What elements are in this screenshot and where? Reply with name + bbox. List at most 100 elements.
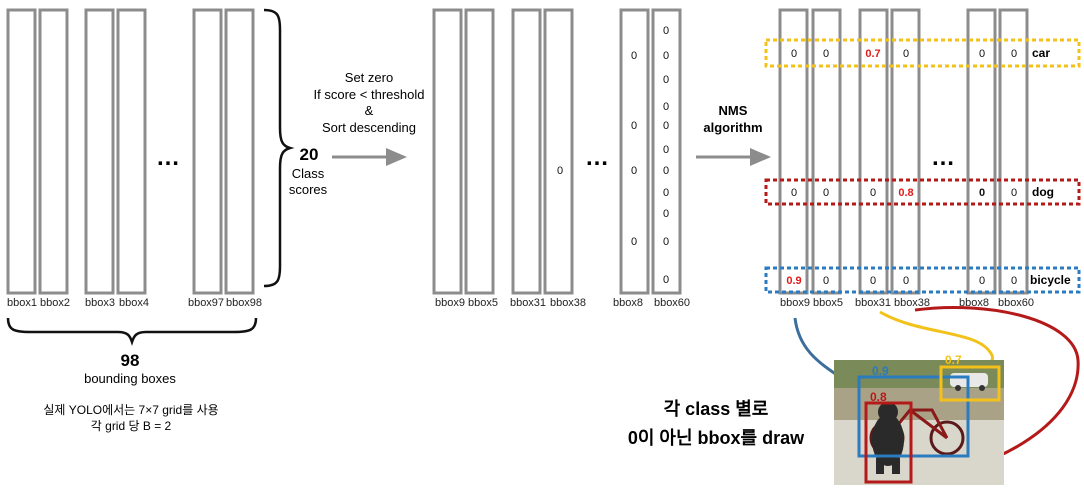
car-score-highlight: 0.7 (865, 48, 880, 60)
middle-bbox8-value: 0 (631, 120, 637, 132)
right-column-bbox9 (778, 8, 809, 295)
middle-bbox8-values: 0 0 0 0 (631, 50, 637, 248)
left-column-bbox98 (224, 8, 255, 295)
bicycle-detection-box (857, 375, 970, 458)
middle-bbox60-value: 0 (663, 101, 669, 113)
right-label-bbox31: bbox31 (855, 297, 891, 309)
right-column-bbox38 (890, 8, 921, 295)
left-column-bbox3 (84, 8, 115, 295)
middle-bbox60-value: 0 (663, 144, 669, 156)
middle-bbox60-value: 0 (663, 50, 669, 62)
middle-column-bbox31 (511, 8, 542, 295)
class-scores-line1: Class (292, 166, 325, 181)
middle-label-bbox31: bbox31 (510, 297, 546, 309)
right-bbox-labels: bbox9 bbox5 bbox31 bbox38 bbox8 bbox60 (780, 297, 1034, 309)
car-score: 0 (791, 48, 797, 60)
bottom-brace (6, 317, 258, 346)
middle-column-bbox9 (432, 8, 463, 295)
class-row-car-outline (764, 38, 1081, 68)
class-row-bicycle-outline (764, 266, 1081, 294)
middle-bbox60-value: 0 (663, 236, 669, 248)
dog-score: 0 (1011, 187, 1017, 199)
dog-score: 0 (823, 187, 829, 199)
middle-bbox60-value: 0 (663, 165, 669, 177)
left-label-bbox2: bbox2 (40, 297, 70, 309)
step2-line2: algorithm (703, 120, 762, 135)
right-label-bbox38: bbox38 (894, 297, 930, 309)
middle-label-bbox9: bbox9 (435, 297, 465, 309)
step1-line3: & (365, 103, 374, 118)
dog-score: 0 (870, 187, 876, 199)
class-row-car: 0 0 0.7 0 0 0 car (791, 46, 1050, 60)
left-label-bbox3: bbox3 (85, 297, 115, 309)
right-brace (263, 8, 295, 288)
left-bbox-columns (6, 8, 255, 295)
middle-bbox-labels: bbox9 bbox5 bbox31 bbox38 bbox8 bbox60 (435, 297, 690, 309)
photo-score-car: 0.7 (945, 353, 962, 367)
car-score: 0 (823, 48, 829, 60)
middle-column-bbox8 (619, 8, 650, 295)
car-connector (879, 310, 994, 370)
middle-column-bbox5 (464, 8, 495, 295)
dog-score: 0 (979, 187, 985, 199)
middle-bbox8-value: 0 (631, 50, 637, 62)
class-row-dog-outline (764, 178, 1081, 206)
dog-class-label: dog (1032, 185, 1054, 199)
car-detection-box (939, 365, 1001, 402)
middle-bbox8-value: 0 (631, 165, 637, 177)
middle-bbox60-value: 0 (663, 274, 669, 286)
left-label-bbox97: bbox97 (188, 297, 224, 309)
left-ellipsis: … (156, 144, 180, 171)
middle-bbox60-values: 0 0 0 0 0 0 0 0 0 0 0 (663, 25, 669, 286)
right-label-bbox60: bbox60 (998, 297, 1034, 309)
yolo-grid-note-line1: 실제 YOLO에서는 7×7 grid를 사용 (43, 403, 218, 417)
middle-label-bbox5: bbox5 (468, 297, 498, 309)
bicycle-score: 0 (979, 275, 985, 287)
caption-line1: 각 class 별로 (664, 399, 769, 419)
photo-score-dog: 0.8 (870, 390, 887, 404)
right-label-bbox9: bbox9 (780, 297, 810, 309)
middle-ellipsis: … (585, 144, 609, 171)
middle-bbox-columns (432, 8, 682, 295)
dog-score: 0 (791, 187, 797, 199)
bicycle-score: 0 (823, 275, 829, 287)
detection-photo: 0.9 0.7 0.8 (834, 353, 1004, 485)
car-class-label: car (1032, 46, 1050, 60)
middle-bbox38-value: 0 (557, 165, 563, 177)
caption-line2: 0이 아닌 bbox를 draw (628, 428, 805, 448)
middle-label-bbox8: bbox8 (613, 297, 643, 309)
car-score: 0 (979, 48, 985, 60)
middle-column-bbox60 (651, 8, 682, 295)
bicycle-score: 0 (903, 275, 909, 287)
photo-score-bicycle: 0.9 (872, 364, 889, 378)
left-column-bbox4 (116, 8, 147, 295)
car-score: 0 (1011, 48, 1017, 60)
middle-label-bbox60: bbox60 (654, 297, 690, 309)
left-label-bbox4: bbox4 (119, 297, 149, 309)
left-label-bbox98: bbox98 (226, 297, 262, 309)
bicycle-score: 0 (1011, 275, 1017, 287)
yolo-grid-note-line2: 각 grid 당 B = 2 (91, 419, 172, 433)
middle-label-bbox38: bbox38 (550, 297, 586, 309)
bounding-box-count: 98 (121, 351, 140, 370)
right-ellipsis: … (931, 144, 955, 171)
right-label-bbox5: bbox5 (813, 297, 843, 309)
middle-column-bbox38 (543, 8, 574, 295)
class-count: 20 (300, 145, 319, 164)
step1-line1: Set zero (345, 70, 393, 85)
bicycle-score: 0 (870, 275, 876, 287)
step2-line1: NMS (719, 103, 748, 118)
bounding-box-caption: bounding boxes (84, 371, 176, 386)
middle-bbox60-value: 0 (663, 187, 669, 199)
step1-line4: Sort descending (322, 120, 416, 135)
dog-detection-box (864, 401, 913, 484)
middle-bbox60-value: 0 (663, 25, 669, 37)
middle-bbox60-value: 0 (663, 74, 669, 86)
bicycle-score-highlight: 0.9 (786, 275, 801, 287)
left-column-bbox2 (38, 8, 69, 295)
left-column-bbox97 (192, 8, 223, 295)
dog-score-highlight: 0.8 (898, 187, 913, 199)
class-row-dog: 0 0 0 0.8 0 0 dog (791, 185, 1054, 199)
class-scores-line2: scores (289, 182, 328, 197)
